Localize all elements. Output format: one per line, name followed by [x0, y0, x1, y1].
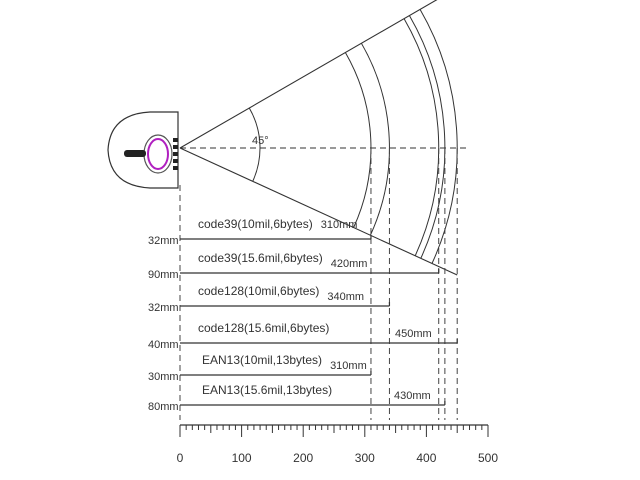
fan-lower-edge: [179, 147, 458, 276]
max-distance-label: 430mm: [394, 390, 431, 402]
distance-axis: 0 100 200 300 400 500: [177, 424, 498, 465]
max-distance-label: 450mm: [395, 328, 432, 340]
range-arc: [408, 15, 446, 259]
symbology-label: EAN13(10mil,13bytes): [202, 353, 322, 367]
scan-field: [179, 0, 470, 420]
min-distance-label: 80mm: [148, 401, 179, 413]
min-distance-label: 32mm: [148, 302, 179, 314]
max-distance-label: 420mm: [331, 258, 368, 270]
min-distance-label: 32mm: [148, 235, 179, 247]
scanner-device: [107, 111, 179, 189]
max-distance-label: 310mm: [330, 360, 367, 372]
scanner-leds: [173, 138, 178, 170]
tick-label: 500: [478, 451, 498, 465]
range-arc: [344, 52, 372, 228]
scanner-trigger: [124, 150, 146, 157]
symbology-label: code39(15.6mil,6bytes): [198, 251, 323, 265]
min-distance-label: 30mm: [148, 371, 179, 383]
max-distance-label: 340mm: [327, 291, 364, 303]
symbology-label: EAN13(15.6mil,13bytes): [202, 383, 332, 397]
max-distance-label: 310mm: [321, 219, 358, 231]
min-distance-label: 90mm: [148, 269, 179, 281]
tick-label: 200: [293, 451, 313, 465]
scanner-ring-icon: [147, 138, 169, 170]
tick-label: 0: [177, 451, 184, 465]
tick-label: 300: [355, 451, 375, 465]
angle-arc: [248, 107, 261, 182]
angle-label: 45°: [252, 135, 269, 147]
fan-upper-edge: [179, 0, 438, 149]
tick-label: 400: [416, 451, 436, 465]
range-bars: 32mm code39(10mil,6bytes) 310mm 90mm code39(…: [148, 217, 458, 413]
symbology-label: code39(10mil,6bytes): [198, 217, 313, 231]
tick-label: 100: [232, 451, 252, 465]
range-arc: [403, 18, 440, 256]
min-distance-label: 40mm: [148, 339, 179, 351]
symbology-label: code128(10mil,6bytes): [198, 284, 319, 298]
range-arc: [360, 43, 390, 236]
symbology-label: code128(15.6mil,6bytes): [198, 321, 329, 335]
